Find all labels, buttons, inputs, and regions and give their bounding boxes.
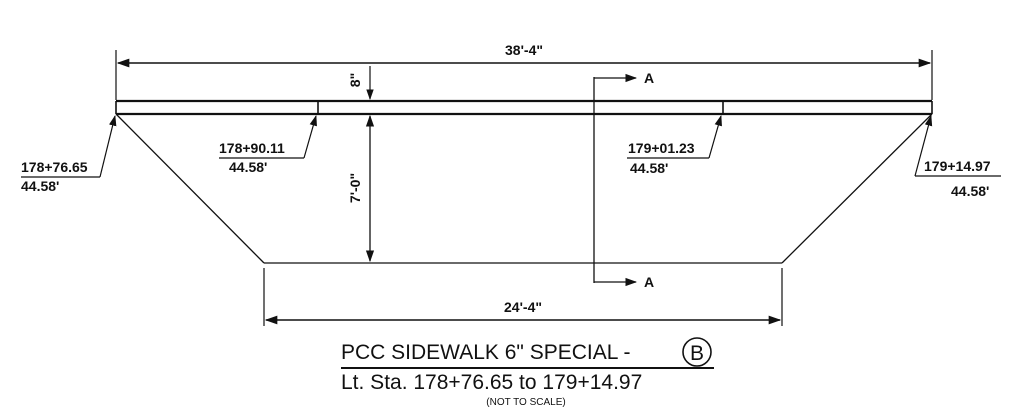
- right-slope: [781, 113, 933, 264]
- callout-1-offset: 44.58': [21, 178, 59, 194]
- section-cut-a: A A: [593, 70, 654, 290]
- callout-4-station: 179+14.97: [924, 158, 991, 174]
- detail-badge-circle: [682, 337, 712, 367]
- slab-thickness-dimension: 8": [347, 66, 374, 101]
- top-width-dimension: 38'-4": [115, 42, 933, 100]
- sidewalk-slab: [115, 99, 933, 116]
- callout-2-leader: [303, 114, 317, 159]
- callout-3-station: 179+01.23: [628, 140, 695, 156]
- station-callout-4: 179+14.97 44.58': [914, 114, 1001, 199]
- section-label-top: A: [644, 70, 654, 86]
- callout-2-station: 178+90.11: [219, 140, 285, 156]
- title-line-1: PCC SIDEWALK 6" SPECIAL -: [341, 341, 630, 364]
- station-callout-2: 178+90.11 44.58': [219, 114, 317, 175]
- callout-3-offset: 44.58': [630, 160, 668, 176]
- callout-1-station: 178+76.65: [21, 159, 88, 175]
- left-slope: [115, 113, 265, 264]
- top-width-label: 38'-4": [505, 42, 543, 58]
- grading-area: [115, 113, 933, 264]
- station-callout-3: 179+01.23 44.58': [627, 114, 722, 176]
- detail-badge-letter: B: [690, 342, 704, 365]
- scale-note: (NOT TO SCALE): [486, 397, 565, 408]
- bottom-width-dimension: 24'-4": [263, 268, 783, 326]
- depth-label: 7'-0": [347, 173, 363, 203]
- station-callout-1: 178+76.65 44.58': [21, 114, 117, 194]
- depth-dimension: 7'-0": [347, 114, 375, 263]
- callout-1-leader: [99, 114, 117, 178]
- slab-label: 8": [347, 73, 363, 87]
- callout-4-offset: 44.58': [951, 183, 989, 199]
- title-block: PCC SIDEWALK 6" SPECIAL - B Lt. Sta. 178…: [341, 337, 714, 408]
- section-label-bottom: A: [644, 274, 654, 290]
- callout-3-leader: [708, 114, 722, 159]
- title-line-2: Lt. Sta. 178+76.65 to 179+14.97: [341, 371, 642, 394]
- bottom-width-label: 24'-4": [504, 299, 542, 315]
- callout-2-offset: 44.58': [229, 159, 267, 175]
- callout-4-leader: [914, 114, 933, 177]
